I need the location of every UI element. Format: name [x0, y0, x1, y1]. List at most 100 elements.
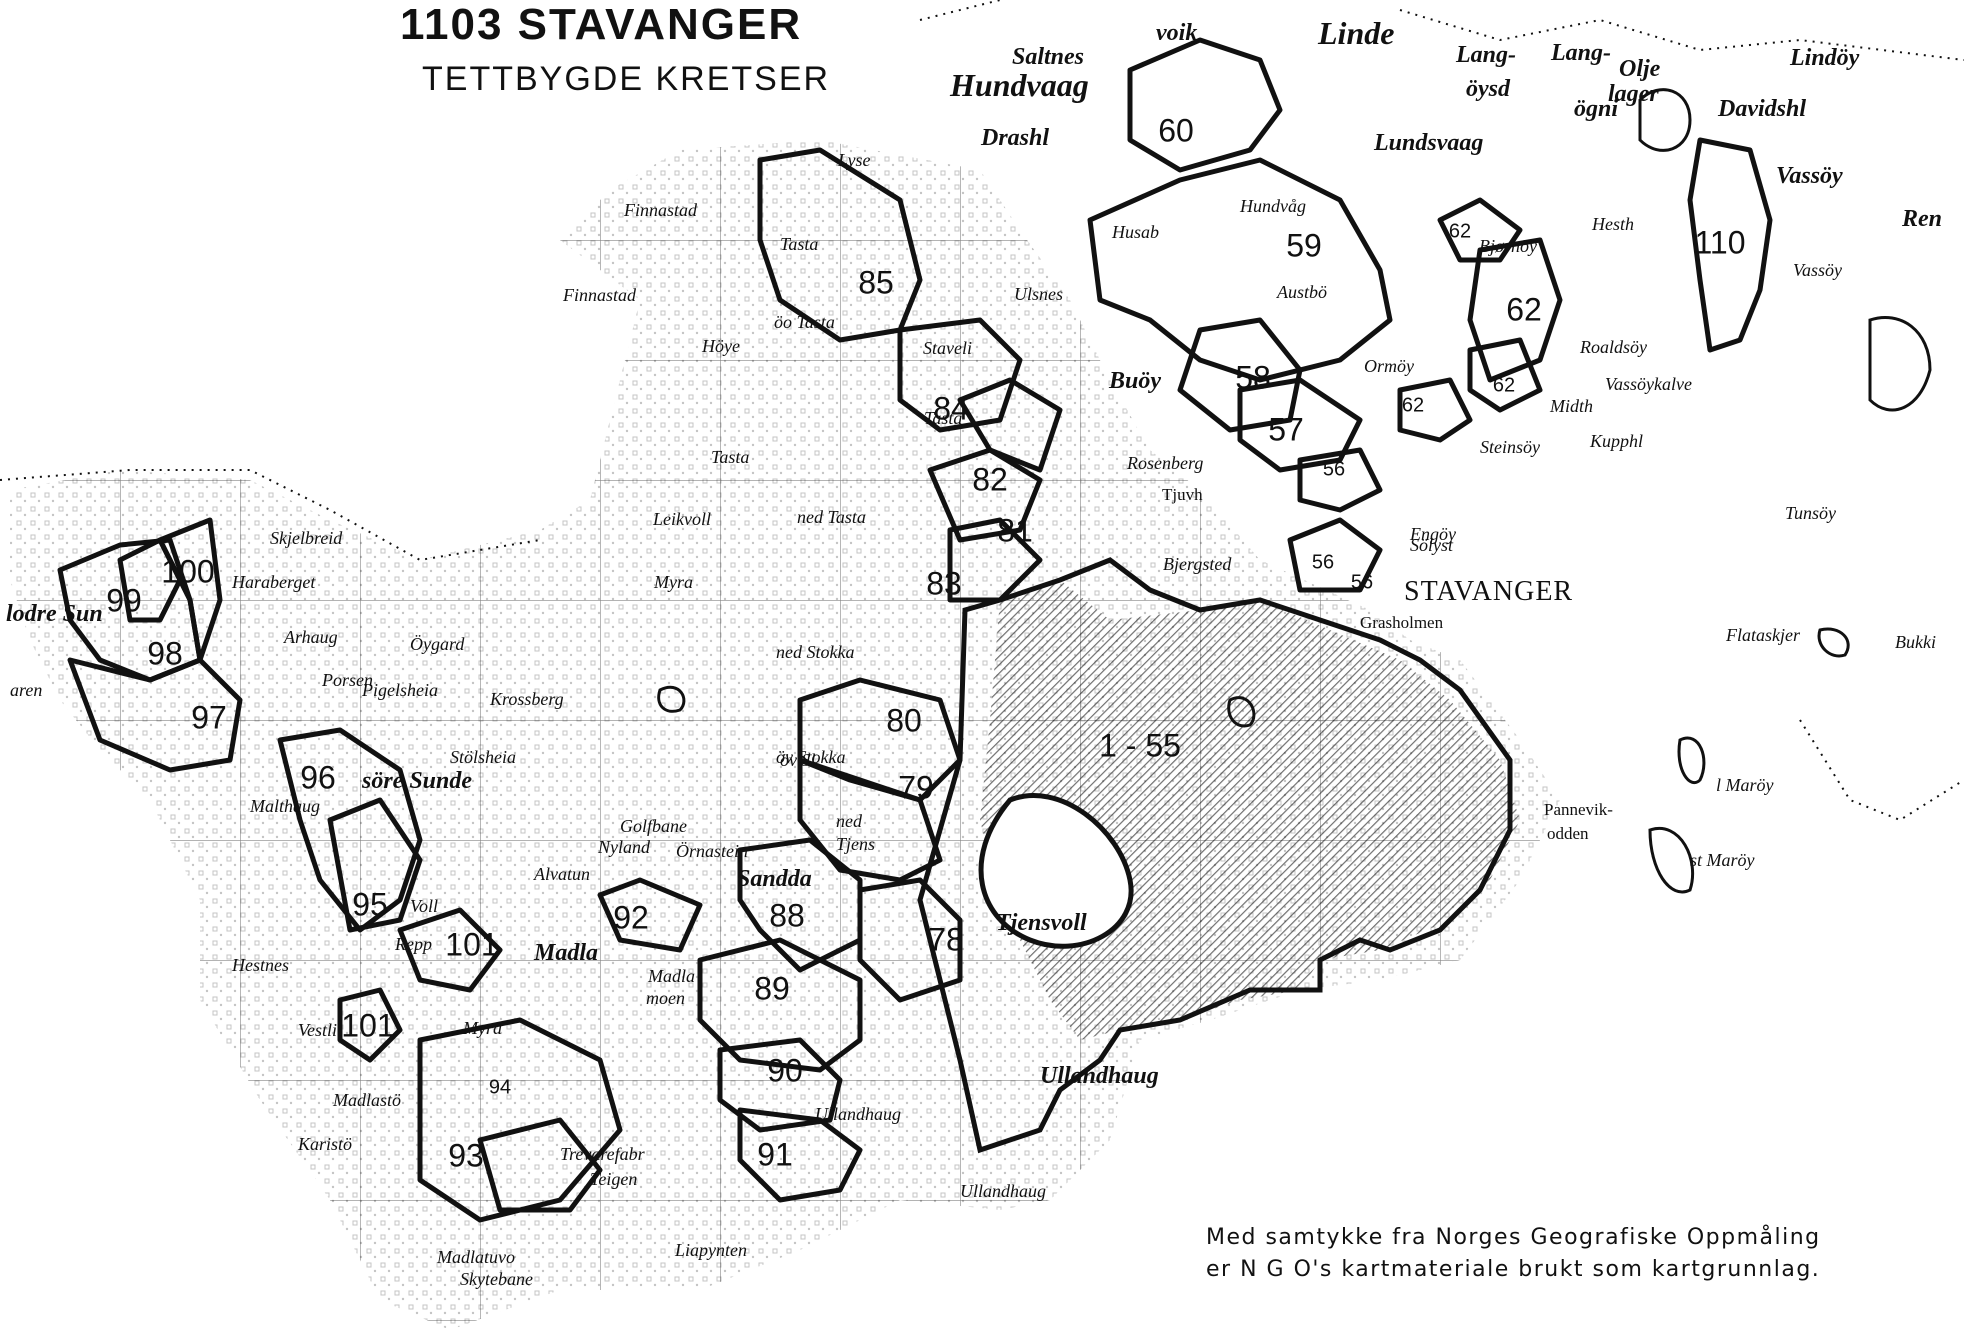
district-label-62b: 62: [1506, 291, 1542, 327]
place-steinsoy: Steinsöy: [1480, 437, 1540, 457]
place-finnastad: Finnastad: [623, 200, 698, 220]
district-label-97: 97: [191, 699, 227, 735]
place-voll: Voll: [410, 896, 438, 916]
place-golfbane: Golfbane: [620, 816, 687, 836]
district-label-78: 78: [928, 921, 964, 957]
place-ned-stokka: ned Stokka: [776, 642, 854, 662]
place-solyst: Sölyst: [1410, 535, 1454, 555]
district-boundaries: [57, 37, 1773, 1223]
place-tasta3: Tasta: [924, 408, 962, 428]
place-davidshl: Davidshl: [1717, 96, 1806, 122]
district-label-110: 110: [1694, 224, 1745, 260]
place-tjensvoll: Tjensvoll: [996, 910, 1087, 936]
place-ullandhaug: Ullandhaug: [1040, 1063, 1159, 1089]
district-label-57: 57: [1268, 411, 1304, 447]
district-label-91: 91: [757, 1136, 793, 1172]
place-tjuvh: Tjuvh: [1162, 485, 1203, 504]
place-ullandhaug2: Ullandhaug: [815, 1104, 901, 1124]
place-madlatuvo: Madlatuvo: [436, 1247, 515, 1267]
place-engoy: Engöy: [1409, 524, 1456, 544]
place-pigelsheia: Pigelsheia: [361, 680, 438, 700]
place-ned-tjensv: ned: [836, 811, 863, 831]
place-midth: Midth: [1549, 396, 1593, 416]
district-label-60: 60: [1158, 112, 1194, 148]
place-vestli: Vestli: [298, 1020, 337, 1040]
place-austbo: Austbö: [1276, 282, 1327, 302]
place-tjensv: Tjens: [836, 834, 875, 854]
place-arhaug: Arhaug: [283, 627, 338, 647]
place-tasta: Tasta: [780, 234, 818, 254]
district-label-94: 94: [489, 1076, 511, 1098]
place-liapynten: Liapynten: [674, 1240, 747, 1260]
place-teigen: Teigen: [590, 1169, 637, 1189]
district-label-92: 92: [613, 899, 649, 935]
place-flataskjer: Flataskjer: [1725, 625, 1801, 645]
map-title: 1103 STAVANGER: [400, 0, 803, 49]
district-label-101b: 101: [341, 1007, 394, 1043]
place-husab: Husab: [1111, 222, 1159, 242]
place-roaldsoy: Roaldsöy: [1579, 337, 1647, 357]
place-olje: Olje: [1619, 56, 1661, 82]
district-boundary-1-55: [917, 557, 1513, 1154]
place-bukki: Bukki: [1895, 632, 1936, 652]
place-buoy: Buöy: [1108, 368, 1161, 394]
place-ov-stokka: öv Stokka: [776, 747, 845, 767]
place-madlasto: Madlastö: [332, 1090, 401, 1110]
place-ulsnes: Ulsnes: [1014, 284, 1063, 304]
district-label-62d: 62: [1402, 394, 1424, 416]
district-label-100: 100: [161, 553, 214, 589]
place-lager: lager: [1608, 81, 1659, 107]
place-voik: voik: [1156, 20, 1197, 46]
place-trevarefabr: Trevarefabr: [560, 1144, 646, 1164]
district-label-56b: 56: [1312, 551, 1334, 573]
place-myra2: Myra: [462, 1018, 502, 1038]
place-aren: aren: [10, 680, 42, 700]
district-label-98: 98: [147, 635, 183, 671]
district-label-62c: 62: [1493, 374, 1515, 396]
place-bjornoy: Bjørnöy: [1479, 236, 1537, 256]
district-label-84: 84: [933, 390, 969, 426]
city-lake: [978, 793, 1134, 949]
place-oysd: öysd: [1466, 76, 1511, 102]
place-odden: odden: [1547, 824, 1589, 843]
place-names: Hundvaag Saltnes Drashl Lindöy Davidshl …: [6, 15, 1942, 1289]
place-hestnes: Hestnes: [231, 955, 289, 975]
district-label-82: 82: [972, 461, 1008, 497]
place-nyland: Nyland: [597, 837, 651, 857]
place-tunsoy: Tunsöy: [1785, 503, 1836, 523]
district-labels: 1 - 55 56 56 56 57 58 59 60 62 62 62 62 …: [106, 112, 1745, 1173]
credit-line-2: er N G O's kartmateriale brukt som kartg…: [1206, 1257, 1821, 1282]
place-skytebane: Skytebane: [460, 1269, 533, 1289]
place-ren: Ren: [1901, 206, 1942, 232]
place-pannevik: Pannevik-: [1544, 800, 1613, 819]
place-madla: Madla: [533, 940, 598, 966]
place-sore-sunde: söre Sunde: [361, 768, 472, 794]
place-lmaroy: l Maröy: [1716, 775, 1774, 795]
place-hoye: Höye: [701, 336, 740, 356]
district-label-80: 80: [886, 702, 922, 738]
place-stolsheia: Stölsheia: [450, 747, 516, 767]
credit-line-1: Med samtykke fra Norges Geografiske Oppm…: [1206, 1225, 1821, 1250]
place-lundsvaag: Lundsvaag: [1373, 130, 1483, 156]
district-label-56c: 56: [1351, 571, 1373, 593]
district-label-58: 58: [1235, 359, 1271, 395]
district-label-1-55: 1 - 55: [1099, 727, 1181, 763]
place-hundvaag: Hundvaag: [949, 67, 1089, 103]
place-ov-sl: öv Sl: [780, 750, 816, 770]
coastlines: [0, 0, 1964, 822]
islands: [657, 88, 1932, 894]
place-stmaroy: st Maröy: [1690, 850, 1755, 870]
place-ogni: ögni: [1574, 96, 1618, 122]
place-skjelbreid: Skjelbreid: [270, 528, 343, 548]
district-label-62a: 62: [1449, 220, 1471, 242]
place-krossberg: Krossberg: [489, 689, 564, 709]
place-stavanger: STAVANGER: [1404, 576, 1573, 607]
district-label-83: 83: [926, 565, 962, 601]
place-haraberget: Haraberget: [231, 572, 316, 592]
place-grasholmen: Grasholmen: [1360, 613, 1444, 632]
place-madla-moen: Madla: [647, 966, 695, 986]
place-myra: Myra: [653, 572, 693, 592]
district-label-89: 89: [754, 970, 790, 1006]
